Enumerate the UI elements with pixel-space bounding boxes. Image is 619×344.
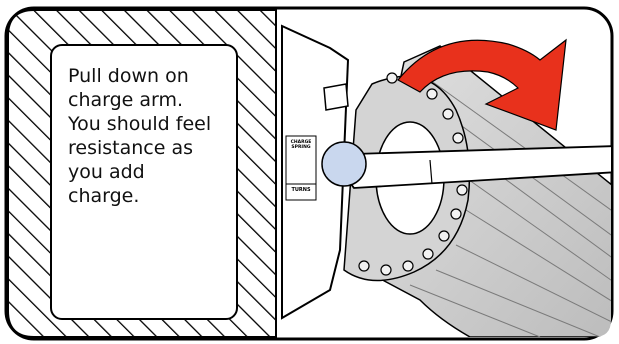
instruction-text: Pull down on charge arm. You should feel… <box>68 64 228 208</box>
spring-label: SPRING <box>291 145 310 150</box>
turns-label: TURNS <box>286 187 316 193</box>
instruction-line: You should feel <box>68 112 228 136</box>
indicator-dot <box>322 142 366 186</box>
instruction-line: charge arm. <box>68 88 228 112</box>
instruction-line: you add <box>68 160 228 184</box>
instruction-line: resistance as <box>68 136 228 160</box>
instruction-line: charge. <box>68 184 228 208</box>
charge-spring-label: CHARGE SPRING <box>286 140 316 150</box>
instruction-panel: Pull down on charge arm. You should feel… <box>50 44 238 320</box>
bracket-tab <box>324 84 348 110</box>
instruction-line: Pull down on <box>68 64 228 88</box>
